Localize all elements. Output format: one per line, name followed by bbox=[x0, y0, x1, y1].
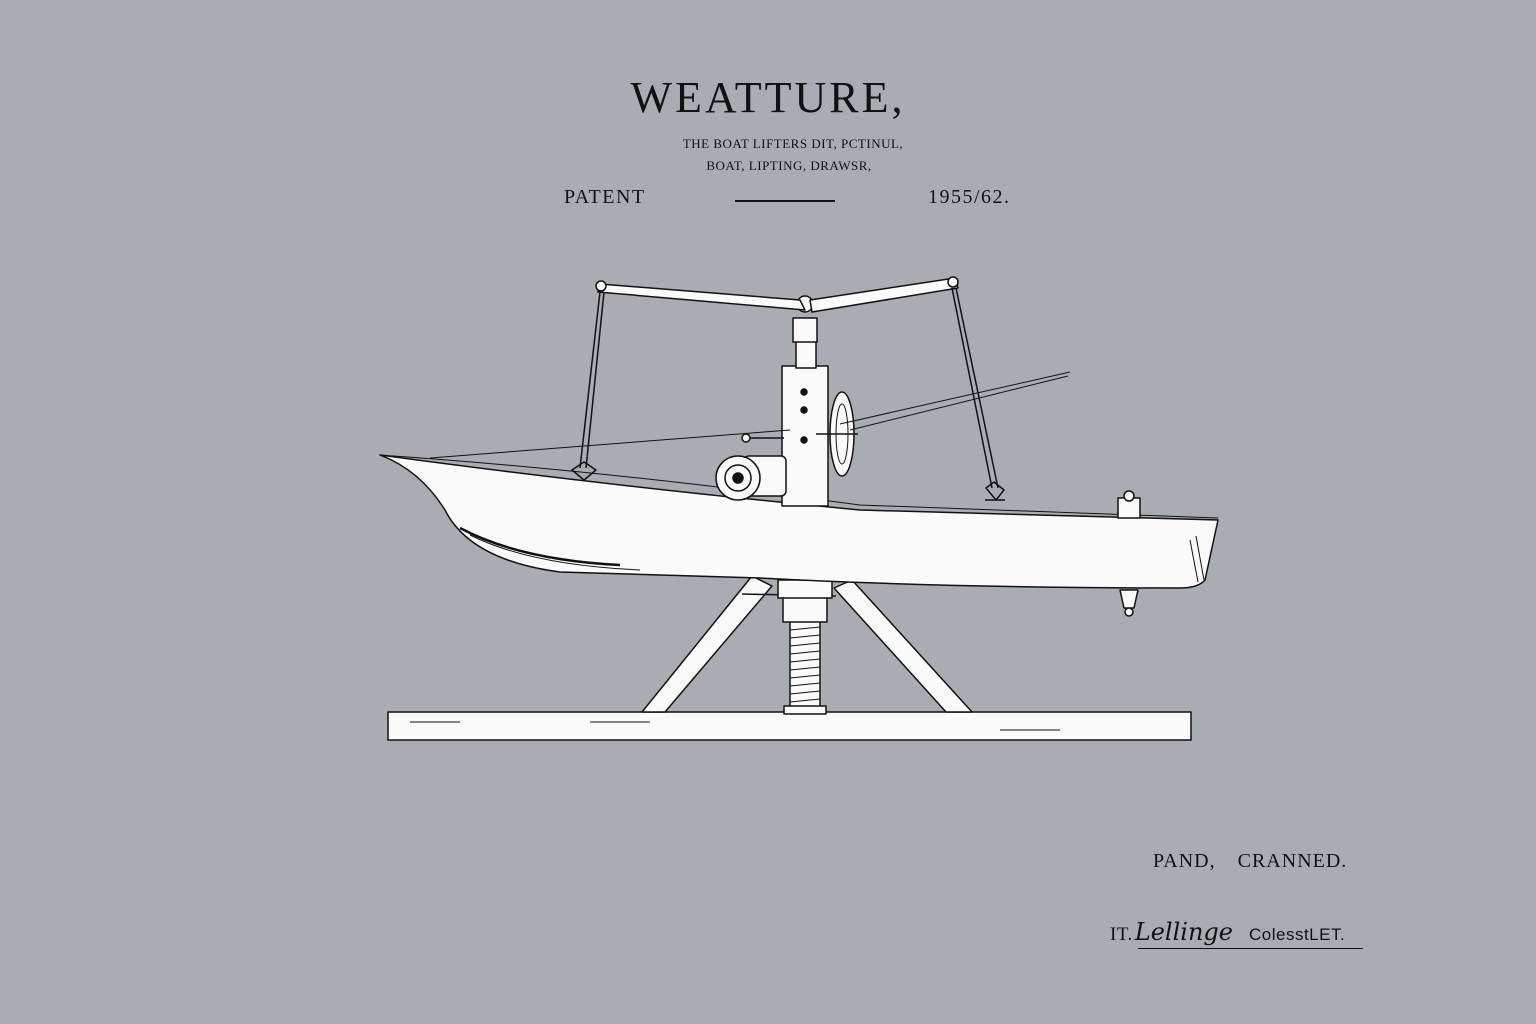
jack-screw bbox=[777, 579, 833, 715]
base-rail bbox=[387, 711, 1192, 741]
document-title: WEATTURE, bbox=[630, 73, 906, 122]
lift-post bbox=[781, 295, 829, 507]
footer-name-right: CRANNED. bbox=[1237, 850, 1348, 872]
boat-hull bbox=[379, 454, 1219, 589]
document-subtitle-line2: BOAT, LIPTING, DRAWSR, bbox=[706, 158, 872, 173]
stern-fitting bbox=[1117, 490, 1141, 617]
signature: Lellinge bbox=[1134, 918, 1233, 946]
patent-label: PATENT bbox=[564, 186, 646, 208]
document-subtitle-line1: THE BOAT LIFTERS DIT, PCTINUL, bbox=[682, 136, 904, 151]
signature-prefix: IT. bbox=[1110, 924, 1133, 945]
handwheel bbox=[741, 391, 858, 477]
patent-number: 1955/62. bbox=[928, 186, 1011, 208]
rigging bbox=[429, 287, 1071, 501]
footer-names: PAND, CRANNED. bbox=[1153, 850, 1347, 873]
patent-rule bbox=[735, 200, 835, 202]
winch-motor bbox=[715, 455, 787, 501]
signature-row: IT.Lellinge ColesstLET. bbox=[1110, 918, 1345, 946]
signature-underline bbox=[1138, 948, 1363, 949]
signature-name: ColesstLET. bbox=[1248, 925, 1346, 944]
boom bbox=[595, 276, 959, 313]
footer-name-left: PAND, bbox=[1153, 850, 1216, 872]
